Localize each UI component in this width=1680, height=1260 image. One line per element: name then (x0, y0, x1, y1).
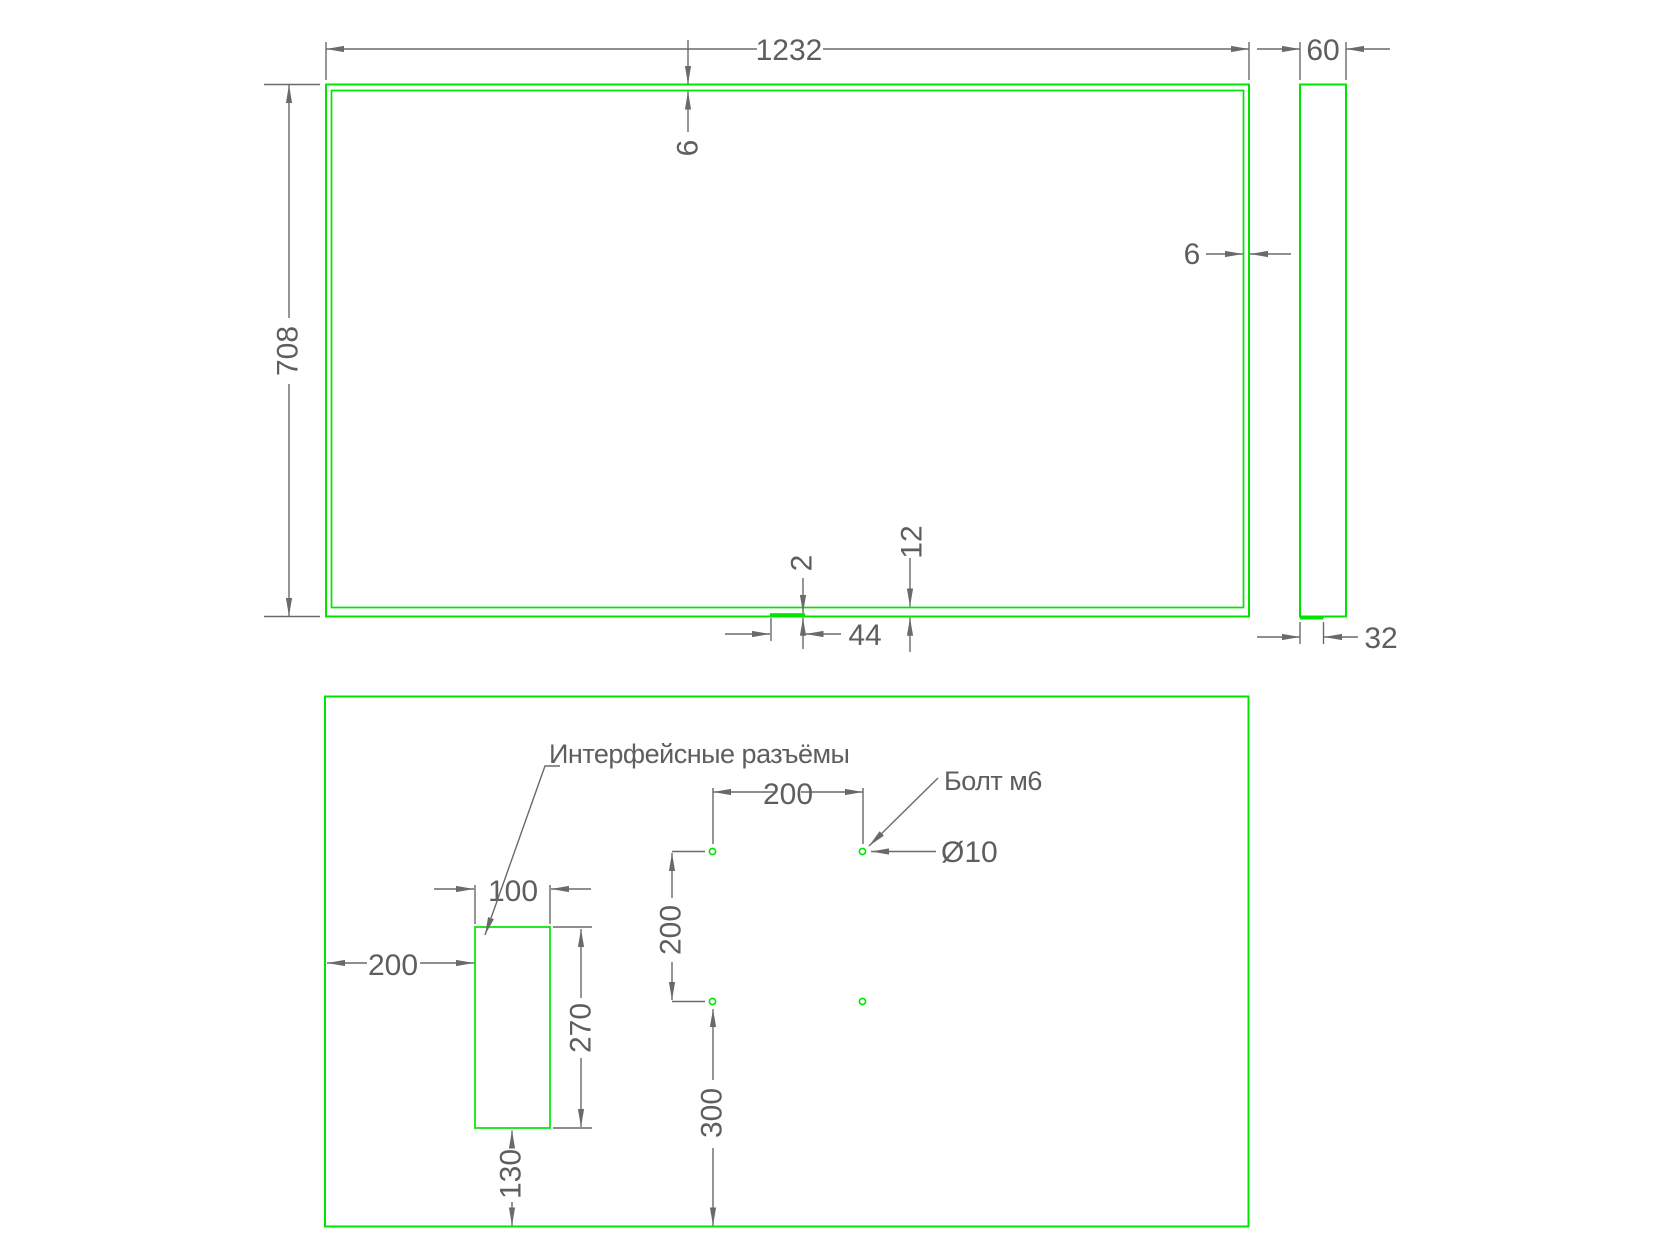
leader-line (868, 777, 939, 847)
dim-hole-to-bottom-label: 300 (696, 1088, 729, 1138)
dim-cutout-left-offset: 200 (327, 949, 474, 982)
rear-outline (324, 695, 1250, 1228)
dim-bottom-frame-inset: 12 (896, 525, 929, 652)
mounting-hole-bottom-right (858, 997, 867, 1006)
dim-cutout-left-offset-label: 200 (368, 949, 418, 982)
rear-view (324, 695, 1250, 1228)
dim-hole-to-bottom: 300 (696, 1009, 729, 1226)
dim-side-tab-label: 32 (1364, 622, 1397, 655)
connector-cutout (474, 926, 551, 1129)
dim-bottom-frame-inset-label: 12 (896, 525, 929, 558)
dim-cutout-width: 100 (434, 875, 591, 924)
leader-line (484, 765, 560, 936)
dim-front-height-label: 708 (272, 326, 305, 376)
dim-notch-height: 2 (786, 555, 819, 649)
mounting-hole-bottom-left (708, 997, 717, 1006)
dim-hole-spacing-horizontal: 200 (712, 778, 864, 844)
dim-cutout-bottom-offset-label: 130 (495, 1149, 528, 1199)
mounting-hole-top-left (708, 847, 717, 856)
dim-notch-width: 44 (725, 618, 882, 652)
dim-side-tab: 32 (1257, 622, 1398, 655)
dim-side-depth-label: 60 (1306, 34, 1339, 67)
dim-cutout-height-label: 270 (565, 1003, 598, 1053)
callout-interface-connectors: Интерфейсные разъёмы (484, 739, 850, 936)
dim-top-frame-inset-label: 6 (672, 140, 705, 157)
front-view (325, 83, 1250, 618)
dim-cutout-width-label: 100 (488, 875, 538, 908)
hole-diameter-label: Ø10 (941, 836, 998, 869)
dim-cutout-bottom-offset: 130 (495, 1130, 528, 1226)
interface-connectors-label: Интерфейсные разъёмы (549, 739, 849, 769)
side-view (1299, 83, 1347, 620)
dim-front-width: 1232 (325, 34, 1250, 80)
dim-notch-height-label: 2 (786, 555, 819, 572)
side-bottom-tab (1300, 616, 1324, 620)
dim-notch-width-label: 44 (848, 619, 881, 652)
front-screen-frame (330, 89, 1245, 609)
callout-bolt: Болт м6 (868, 766, 1042, 847)
front-bottom-notch (770, 613, 805, 617)
callout-hole-diameter: Ø10 (871, 836, 998, 869)
dim-right-frame-inset-label: 6 (1184, 238, 1201, 271)
dim-right-frame-inset: 6 (1184, 238, 1291, 271)
mounting-hole-top-right (858, 847, 867, 856)
dim-hole-spacing-vertical-label: 200 (655, 905, 688, 955)
side-outline (1299, 83, 1347, 618)
dim-side-depth: 60 (1257, 34, 1390, 80)
bolt-label: Болт м6 (944, 766, 1042, 796)
dim-cutout-height: 270 (553, 926, 598, 1129)
dim-hole-spacing-vertical: 200 (655, 850, 705, 1003)
dim-hole-spacing-horizontal-label: 200 (763, 778, 813, 811)
dim-front-height: 708 (264, 83, 320, 618)
front-outer-frame (325, 83, 1250, 618)
dim-front-width-label: 1232 (756, 34, 823, 67)
dim-top-frame-inset: 6 (672, 40, 705, 156)
